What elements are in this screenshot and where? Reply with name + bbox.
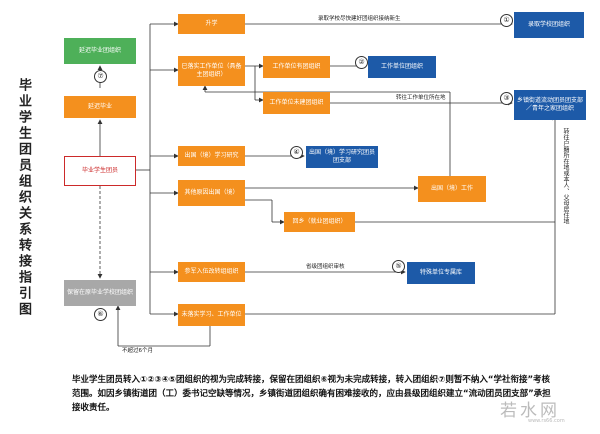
edge-label-1: 录取学校尽快建好团组织接纳新生: [318, 16, 401, 22]
mark-6: ⑥: [94, 308, 107, 321]
mark-1: ①: [500, 14, 513, 27]
mark-5: ⑤: [392, 260, 405, 273]
target-school: 录取学校团组织: [514, 12, 584, 38]
target-abroad: 出国（境）学习研究团员团支部: [306, 146, 378, 168]
target-work-unit: 工作单位团组织: [368, 56, 436, 78]
mark-4: ④: [290, 146, 303, 159]
target-street: 乡镇街道流动团员团支部／青年之家团组织: [514, 90, 586, 120]
node-work-unit-no-org: 工作单位未建团组织: [263, 92, 330, 114]
watermark-url: www.rs66.com: [528, 418, 565, 424]
mark-2: ②: [355, 56, 368, 69]
node-retain: 延迟毕业: [64, 96, 136, 118]
side-note: 转往户籍所在地或本人、父母居住地: [562, 128, 569, 224]
mark-3: ③: [500, 92, 513, 105]
node-graduate: 毕业学生团员: [64, 156, 136, 186]
edge-label-5: 省级团组织审核: [306, 264, 345, 270]
target-special: 特殊单位专属库: [407, 262, 475, 284]
node-kept-at-school: 保留在原毕业学校团组织: [64, 280, 136, 306]
node-unemployed: 未落实学习、工作单位: [178, 304, 245, 326]
diagram-title: 毕业学生团员组织关系转接指引图: [16, 78, 31, 318]
edge-label-3: 转往工作单位所在地: [396, 95, 446, 101]
node-other-abroad: 其他原因出国（境）: [178, 180, 245, 206]
node-abroad-study: 出国（境）学习研究: [178, 146, 245, 166]
node-abroad-work: 出国（境）工作: [418, 176, 486, 202]
node-enroll: 升学: [178, 14, 245, 34]
footnote: 毕业学生团员转入①②③④⑤团组织的视为完成转接，保留在团组织⑥视为未完成转接，转…: [72, 375, 551, 413]
node-return-home: 回乡（就业团组织）: [284, 212, 355, 232]
node-work-unit-org: 工作单位有团组织: [263, 56, 330, 78]
node-retain-org: 延迟毕业团组织: [64, 38, 136, 64]
mark-7: ⑦: [94, 70, 107, 83]
node-military: 参军入伍改转组组织: [178, 262, 245, 282]
watermark: 若水网: [500, 401, 560, 421]
node-employed: 已落实工作单位（具备主团组织）: [178, 56, 245, 86]
edge-label-6: 不超过6个月: [122, 348, 153, 354]
